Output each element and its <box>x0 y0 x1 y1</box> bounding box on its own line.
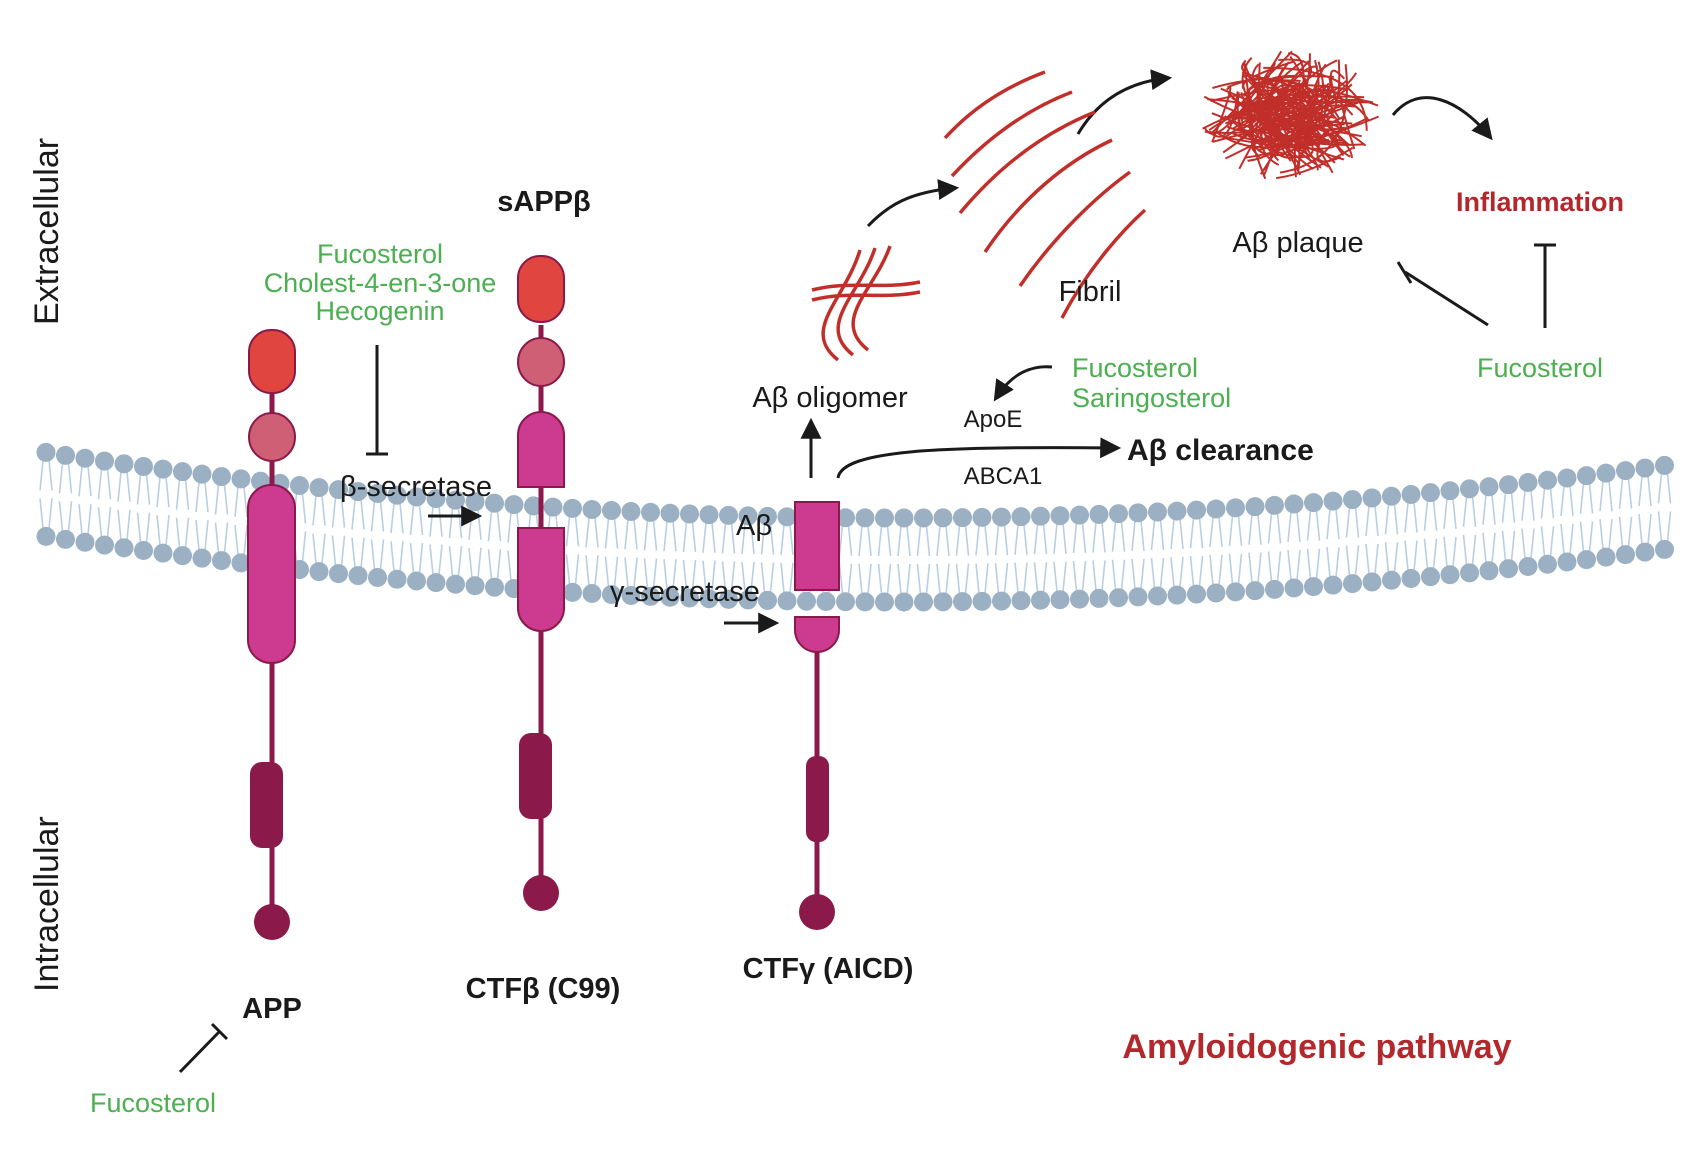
plaque-tangle <box>1202 50 1380 180</box>
pathway-title: Amyloidogenic pathway <box>1122 1028 1511 1066</box>
fibril-label: Fibril <box>1059 276 1122 308</box>
fibril-arcs <box>943 70 1147 319</box>
ab-label: Aβ <box>736 510 772 542</box>
sappb-label: sAPPβ <box>497 186 590 218</box>
extracellular-label: Extracellular <box>28 138 66 325</box>
inhibitor-clearance-1: Fucosterol <box>1072 353 1198 383</box>
inhibitor-app: Fucosterol <box>90 1088 216 1118</box>
ctfg-label: CTFγ (AICD) <box>743 953 914 985</box>
beta-secretase-label: β-secretase <box>340 471 492 503</box>
ctfb-label: CTFβ (C99) <box>466 973 621 1005</box>
inhibition-lines <box>178 243 1556 1074</box>
ctfb-protein <box>517 255 565 911</box>
apoe-label: ApoE <box>964 406 1023 433</box>
inhibitor-beta-2: Cholest-4-en-3-one <box>264 268 497 298</box>
inhibitor-plaque: Fucosterol <box>1477 353 1603 383</box>
inhibitor-beta-3: Hecogenin <box>315 296 444 326</box>
inflammation-label: Inflammation <box>1456 187 1624 217</box>
oligomer-label: Aβ oligomer <box>752 382 908 414</box>
inhibitor-beta-1: Fucosterol <box>317 239 443 269</box>
oligomer-strands <box>811 245 921 362</box>
intracellular-label: Intracellular <box>28 816 66 992</box>
ctfg-protein <box>794 501 840 930</box>
app-protein <box>247 329 296 940</box>
clearance-label: Aβ clearance <box>1127 434 1314 467</box>
inhibitor-clearance-2: Saringosterol <box>1072 383 1231 413</box>
abca1-label: ABCA1 <box>964 463 1043 490</box>
arrows <box>428 69 1493 634</box>
app-label: APP <box>242 993 302 1025</box>
gamma-secretase-label: γ-secretase <box>610 576 760 608</box>
plaque-label: Aβ plaque <box>1232 227 1363 259</box>
cell-membrane <box>36 442 1674 612</box>
